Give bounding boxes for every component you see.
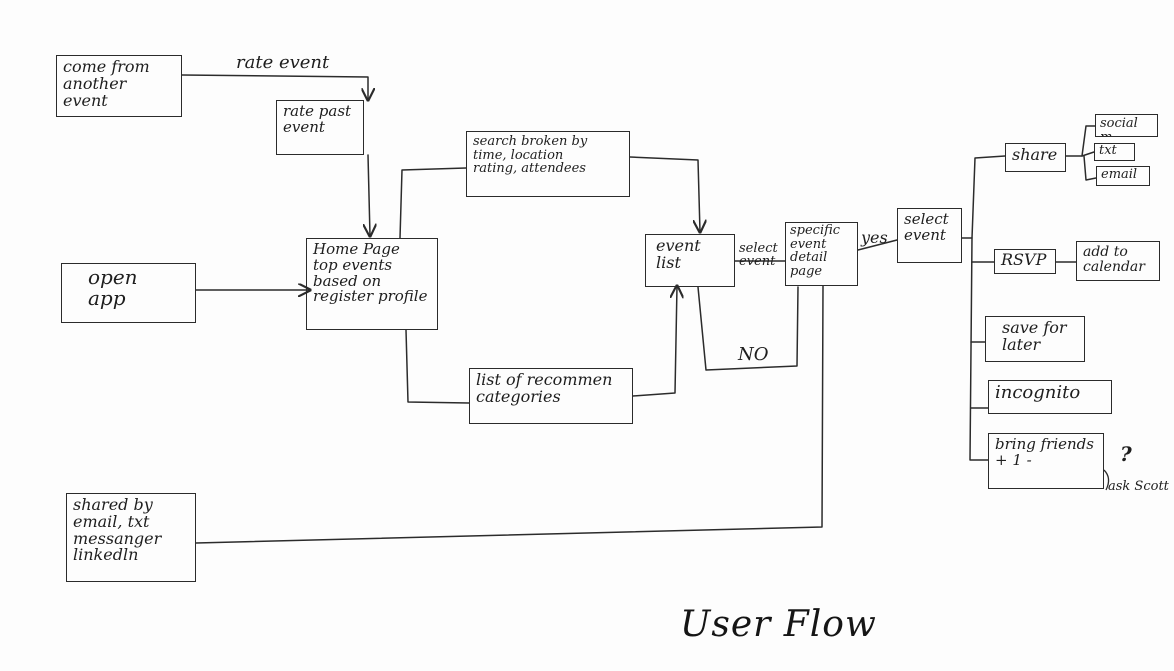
node-share: share xyxy=(1005,143,1066,172)
node-txt: txt xyxy=(1094,143,1135,161)
node-incognito: incognito xyxy=(988,380,1112,414)
label-no: NO xyxy=(738,344,769,365)
node-social-media: social m xyxy=(1095,114,1158,137)
label-rate-event: rate event xyxy=(236,52,330,73)
label-yes: yes xyxy=(861,228,888,247)
node-select-event: select event xyxy=(897,208,962,263)
edge-recommend-to-event-list xyxy=(632,286,677,397)
node-event-list: event list xyxy=(645,234,735,287)
edge-home-to-recommend xyxy=(405,329,470,404)
node-specific-event-detail-page: specific event detail page xyxy=(785,222,858,286)
node-rsvp: RSVP xyxy=(994,249,1056,274)
edge-share-fork xyxy=(1065,125,1096,157)
ask-scott-bracket xyxy=(1103,469,1110,491)
edge-home-to-search xyxy=(399,167,467,239)
node-add-to-calendar: add to calendar xyxy=(1076,241,1160,281)
node-come-from-another-event: come from another event xyxy=(56,55,182,117)
node-bring-friends: bring friends + 1 - xyxy=(988,433,1104,489)
label-question: ? xyxy=(1120,442,1132,466)
node-home-page: Home Page top events based on register p… xyxy=(306,238,438,330)
edge-rate-past-to-home xyxy=(368,154,370,236)
node-save-for-later: save for later xyxy=(985,316,1085,362)
node-rate-past-event: rate past event xyxy=(276,100,364,155)
node-shared-by: shared by email, txt messanger linkedln xyxy=(66,493,196,582)
node-open-app: open app xyxy=(61,263,196,323)
label-ask-scott: ask Scott xyxy=(1108,479,1169,494)
edge-select-to-branch xyxy=(961,155,1006,239)
label-select-event: select event xyxy=(739,241,778,269)
edge-search-to-event-list xyxy=(629,156,700,232)
edge-no-loop xyxy=(697,286,799,371)
edge-specific-to-select xyxy=(857,239,898,251)
edge-come-from-to-rate-past xyxy=(181,74,368,100)
edge-branch-trunk xyxy=(969,237,989,461)
edge-shared-to-specific xyxy=(195,285,824,544)
node-email: email xyxy=(1096,166,1150,186)
edge-share-email xyxy=(1083,155,1097,181)
diagram-title: User Flow xyxy=(680,604,877,645)
node-search-broken-by: search broken by time, location rating, … xyxy=(466,131,630,197)
node-list-of-recommended: list of recommen categories xyxy=(469,368,633,424)
